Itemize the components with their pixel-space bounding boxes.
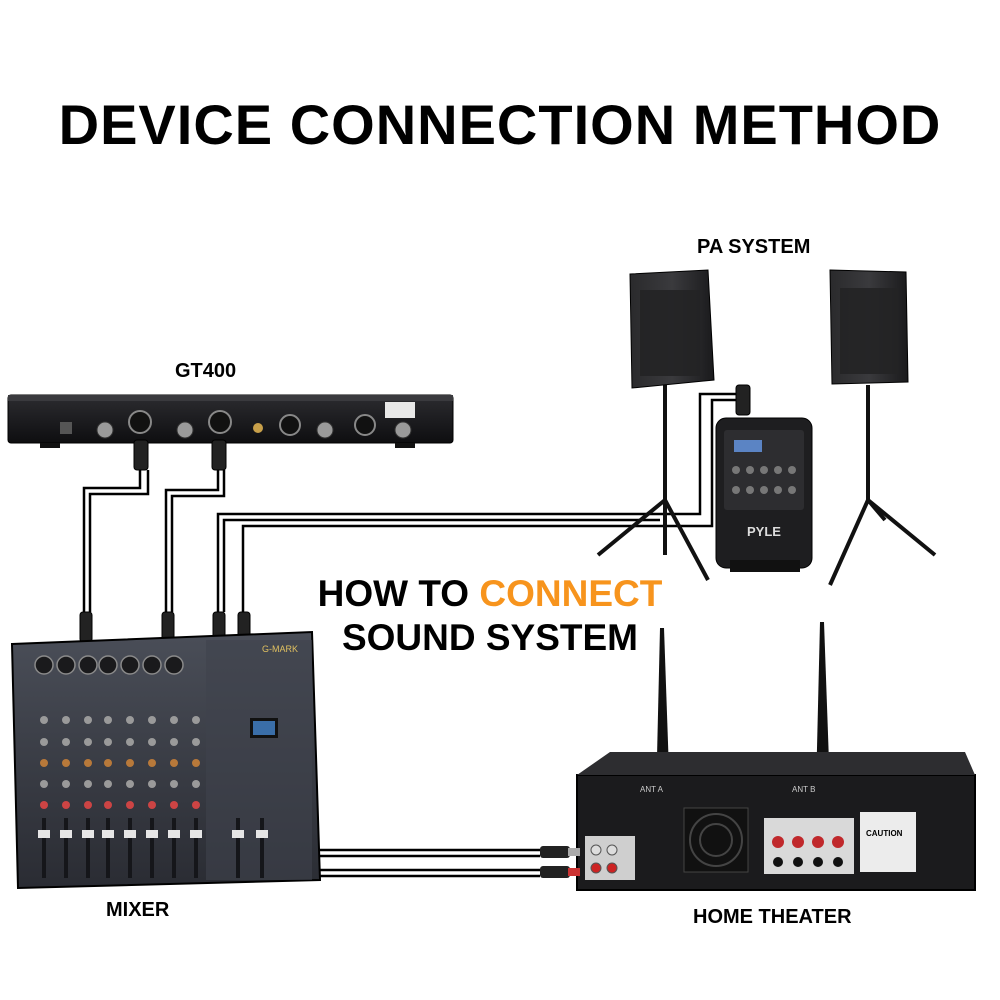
xlr-plugs — [79, 384, 751, 643]
home-theater: ANT A ANT B CAUTION — [540, 622, 976, 891]
pa-system-label: PA SYSTEM — [697, 236, 811, 258]
heading-line-1: HOW TO CONNECT — [290, 572, 690, 616]
heading-highlight: CONNECT — [479, 573, 663, 614]
caution-label: CAUTION — [866, 829, 903, 838]
mixer: G-MARK — [10, 630, 322, 890]
mixer-label: MIXER — [106, 899, 170, 921]
pa-system: PYLE — [596, 269, 937, 586]
how-to-connect-heading: HOW TO CONNECT SOUND SYSTEM — [290, 572, 690, 660]
speaker-brand: PYLE — [747, 524, 781, 539]
ant-b-label: ANT B — [792, 785, 815, 794]
mixer-brand: G-MARK — [262, 644, 298, 654]
gt400-receiver — [7, 394, 454, 448]
home-theater-label: HOME THEATER — [693, 906, 852, 928]
ant-a-label: ANT A — [640, 785, 664, 794]
heading-line-2: SOUND SYSTEM — [341, 617, 639, 658]
page-title: DEVICE CONNECTION METHOD — [58, 93, 942, 156]
receiver-label: GT400 — [175, 360, 237, 382]
heading-prefix: HOW TO — [317, 573, 470, 614]
